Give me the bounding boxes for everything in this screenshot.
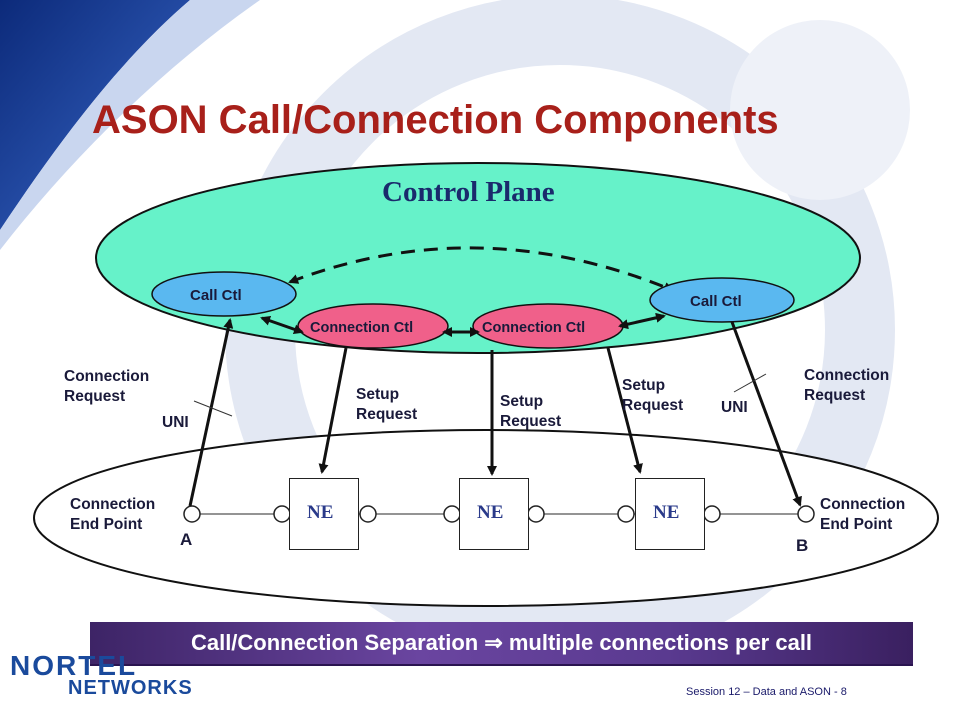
network-element-3: NE <box>635 478 705 550</box>
ne-label: NE <box>477 502 504 523</box>
point-b-label: B <box>796 536 809 555</box>
ports <box>183 505 815 523</box>
label-line: Connection <box>70 496 156 513</box>
call-ctl-left <box>151 271 297 317</box>
link-callctl-connctl-left <box>260 315 304 335</box>
label-line: End Point <box>820 516 893 533</box>
network-element-1: NE <box>289 478 359 550</box>
call-ctl-right-label: Call Ctl <box>690 293 742 310</box>
connection-request-right: Connection Request <box>804 366 889 406</box>
label-line: Request <box>356 406 418 423</box>
point-a-label: A <box>180 530 193 549</box>
setup-request-3: Setup Request <box>622 376 683 416</box>
label-line: Setup <box>622 377 666 394</box>
connection-ctl-left-label: Connection Ctl <box>310 320 414 336</box>
setup-request-2: Setup Request <box>500 392 561 432</box>
connection-request-left: Connection Request <box>64 367 149 407</box>
logo-subtitle: NETWORKS <box>68 677 193 699</box>
label-line: Connection <box>64 368 150 385</box>
label-line: Setup <box>356 386 400 403</box>
label-line: Request <box>64 388 126 405</box>
endpoint-right: Connection End Point <box>820 495 905 535</box>
call-association-arc <box>288 246 674 292</box>
ne-label: NE <box>653 502 680 523</box>
port-6 <box>703 505 721 523</box>
summary-banner: Call/Connection Separation ⇒ multiple co… <box>90 622 913 666</box>
slide-title: ASON Call/Connection Components <box>92 98 779 142</box>
port-4 <box>527 505 545 523</box>
label-line: Request <box>500 413 562 430</box>
label-line: Request <box>804 387 866 404</box>
call-ctl-right <box>649 277 795 323</box>
corner-swoosh <box>0 0 190 230</box>
port-5 <box>617 505 635 523</box>
setup-request-arrow-1 <box>318 347 348 474</box>
label-line: Request <box>622 397 684 414</box>
port-a <box>183 505 201 523</box>
label-line: Connection <box>820 496 906 513</box>
connection-request-arrow-left <box>188 318 234 507</box>
uni-right-label: UNI <box>721 399 748 416</box>
watermark-dot <box>730 20 910 200</box>
slide-footer: Session 12 – Data and ASON - 8 <box>686 686 847 698</box>
ne-label: NE <box>307 502 334 523</box>
logo-wordmark: NORTEL <box>10 650 138 681</box>
uni-tick-right <box>733 373 767 393</box>
endpoint-left: Connection End Point <box>70 495 155 535</box>
port-2 <box>359 505 377 523</box>
setup-request-1: Setup Request <box>356 385 417 425</box>
port-b <box>797 505 815 523</box>
label-line: End Point <box>70 516 143 533</box>
network-element-2: NE <box>459 478 529 550</box>
control-plane-label: Control Plane <box>382 176 555 208</box>
port-1 <box>273 505 291 523</box>
uni-left-label: UNI <box>162 414 189 431</box>
setup-request-arrow-3 <box>606 347 643 474</box>
uni-tick-left <box>193 400 233 417</box>
connection-request-arrow-right <box>730 321 802 507</box>
label-line: Setup <box>500 393 544 410</box>
label-line: Connection <box>804 367 890 384</box>
link-connctl-callctl-right <box>618 312 666 330</box>
call-ctl-left-label: Call Ctl <box>190 287 242 304</box>
connection-ctl-right-label: Connection Ctl <box>482 320 586 336</box>
port-3 <box>443 505 461 523</box>
